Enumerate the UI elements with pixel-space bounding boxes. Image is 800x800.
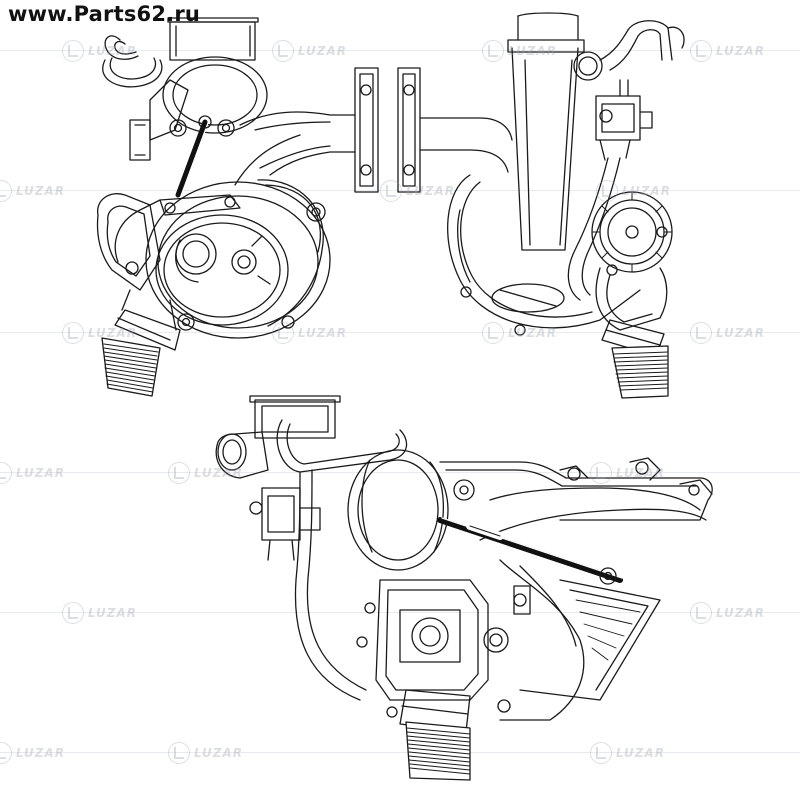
site-url: www.Parts62.ru [8, 2, 201, 26]
view-bottom [215, 395, 713, 781]
watermark-strip-3 [0, 332, 800, 333]
view-front [96, 17, 379, 397]
watermark-strip-4 [0, 472, 800, 473]
watermark-strip-2 [0, 190, 800, 191]
view-side [397, 12, 685, 399]
watermark-strip-6 [0, 752, 800, 753]
watermark-strip-1 [0, 50, 800, 51]
